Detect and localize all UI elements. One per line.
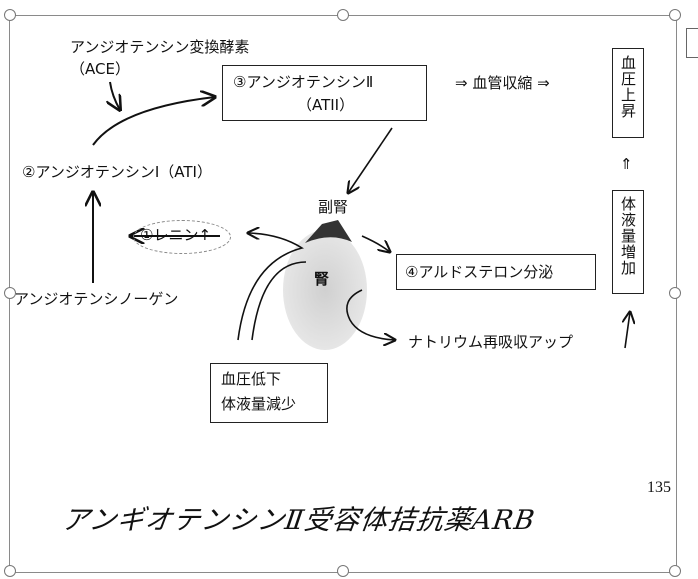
- bp-drop-box: 血圧低下 体液量減少: [210, 363, 328, 423]
- kidney-label: 腎: [314, 270, 330, 288]
- adrenal-label: 副腎: [318, 198, 349, 216]
- adrenal-to-aldosterone-arrow: [361, 235, 390, 252]
- renin-label: ①レニン↑: [140, 226, 212, 244]
- bp-rise-label: 血圧上昇: [619, 55, 637, 119]
- kidney-shape: [283, 230, 367, 350]
- resize-handle-bottom-left[interactable]: [4, 565, 16, 577]
- at2-abbr: （ATII）: [297, 96, 355, 114]
- fluid-increase-label: 体液量増加: [619, 196, 637, 276]
- bp-drop-1: 血圧低下: [221, 370, 282, 388]
- handwritten-note: アンギオテンシンⅡ受容体拮抗薬ARB: [59, 505, 538, 536]
- page-number: 135: [647, 479, 671, 496]
- panel-edge: [686, 28, 698, 58]
- bp-drop-2: 体液量減少: [221, 395, 297, 413]
- at2-to-adrenal-arrow: [348, 127, 393, 193]
- resize-handle-middle-left[interactable]: [4, 287, 16, 299]
- resize-handle-bottom-right[interactable]: [669, 565, 681, 577]
- at2-box: ③アンジオテンシンⅡ （ATII）: [222, 65, 427, 121]
- aldosterone-label: ④アルドステロン分泌: [405, 263, 554, 281]
- bp-rise-box: 血圧上昇: [612, 48, 644, 138]
- kidney-to-renin-arrow: [237, 233, 304, 341]
- aldosterone-box: ④アルドステロン分泌: [396, 254, 596, 290]
- at2-label: ③アンジオテンシンⅡ: [233, 73, 374, 91]
- resize-handle-bottom-center[interactable]: [337, 565, 349, 577]
- renin-oval: [133, 220, 231, 254]
- angiotensinogen-label: アンジオテンシノーゲン: [14, 290, 179, 308]
- up-arrow: ⇑: [620, 155, 633, 173]
- vasoconstriction-label: ⇒ 血管収縮 ⇒: [455, 74, 550, 92]
- resize-handle-top-center[interactable]: [337, 9, 349, 21]
- resize-handle-middle-right[interactable]: [669, 287, 681, 299]
- at1-label: ②アンジオテンシンⅠ（ATⅠ）: [22, 163, 212, 181]
- resize-handle-top-left[interactable]: [4, 9, 16, 21]
- ace-abbr: （ACE）: [70, 60, 130, 78]
- sodium-label: ナトリウム再吸収アップ: [408, 333, 574, 351]
- fluid-increase-box: 体液量増加: [612, 190, 644, 294]
- adrenal-shape: [305, 220, 352, 243]
- sodium-to-fluid-arrow: [625, 312, 630, 349]
- ace-label: アンジオテンシン変換酵素: [70, 38, 250, 56]
- ace-arrow: [110, 81, 120, 110]
- kidney-to-sodium-arrow: [346, 289, 395, 340]
- resize-handle-top-right[interactable]: [669, 9, 681, 21]
- at1-to-at2-arrow: [92, 97, 215, 146]
